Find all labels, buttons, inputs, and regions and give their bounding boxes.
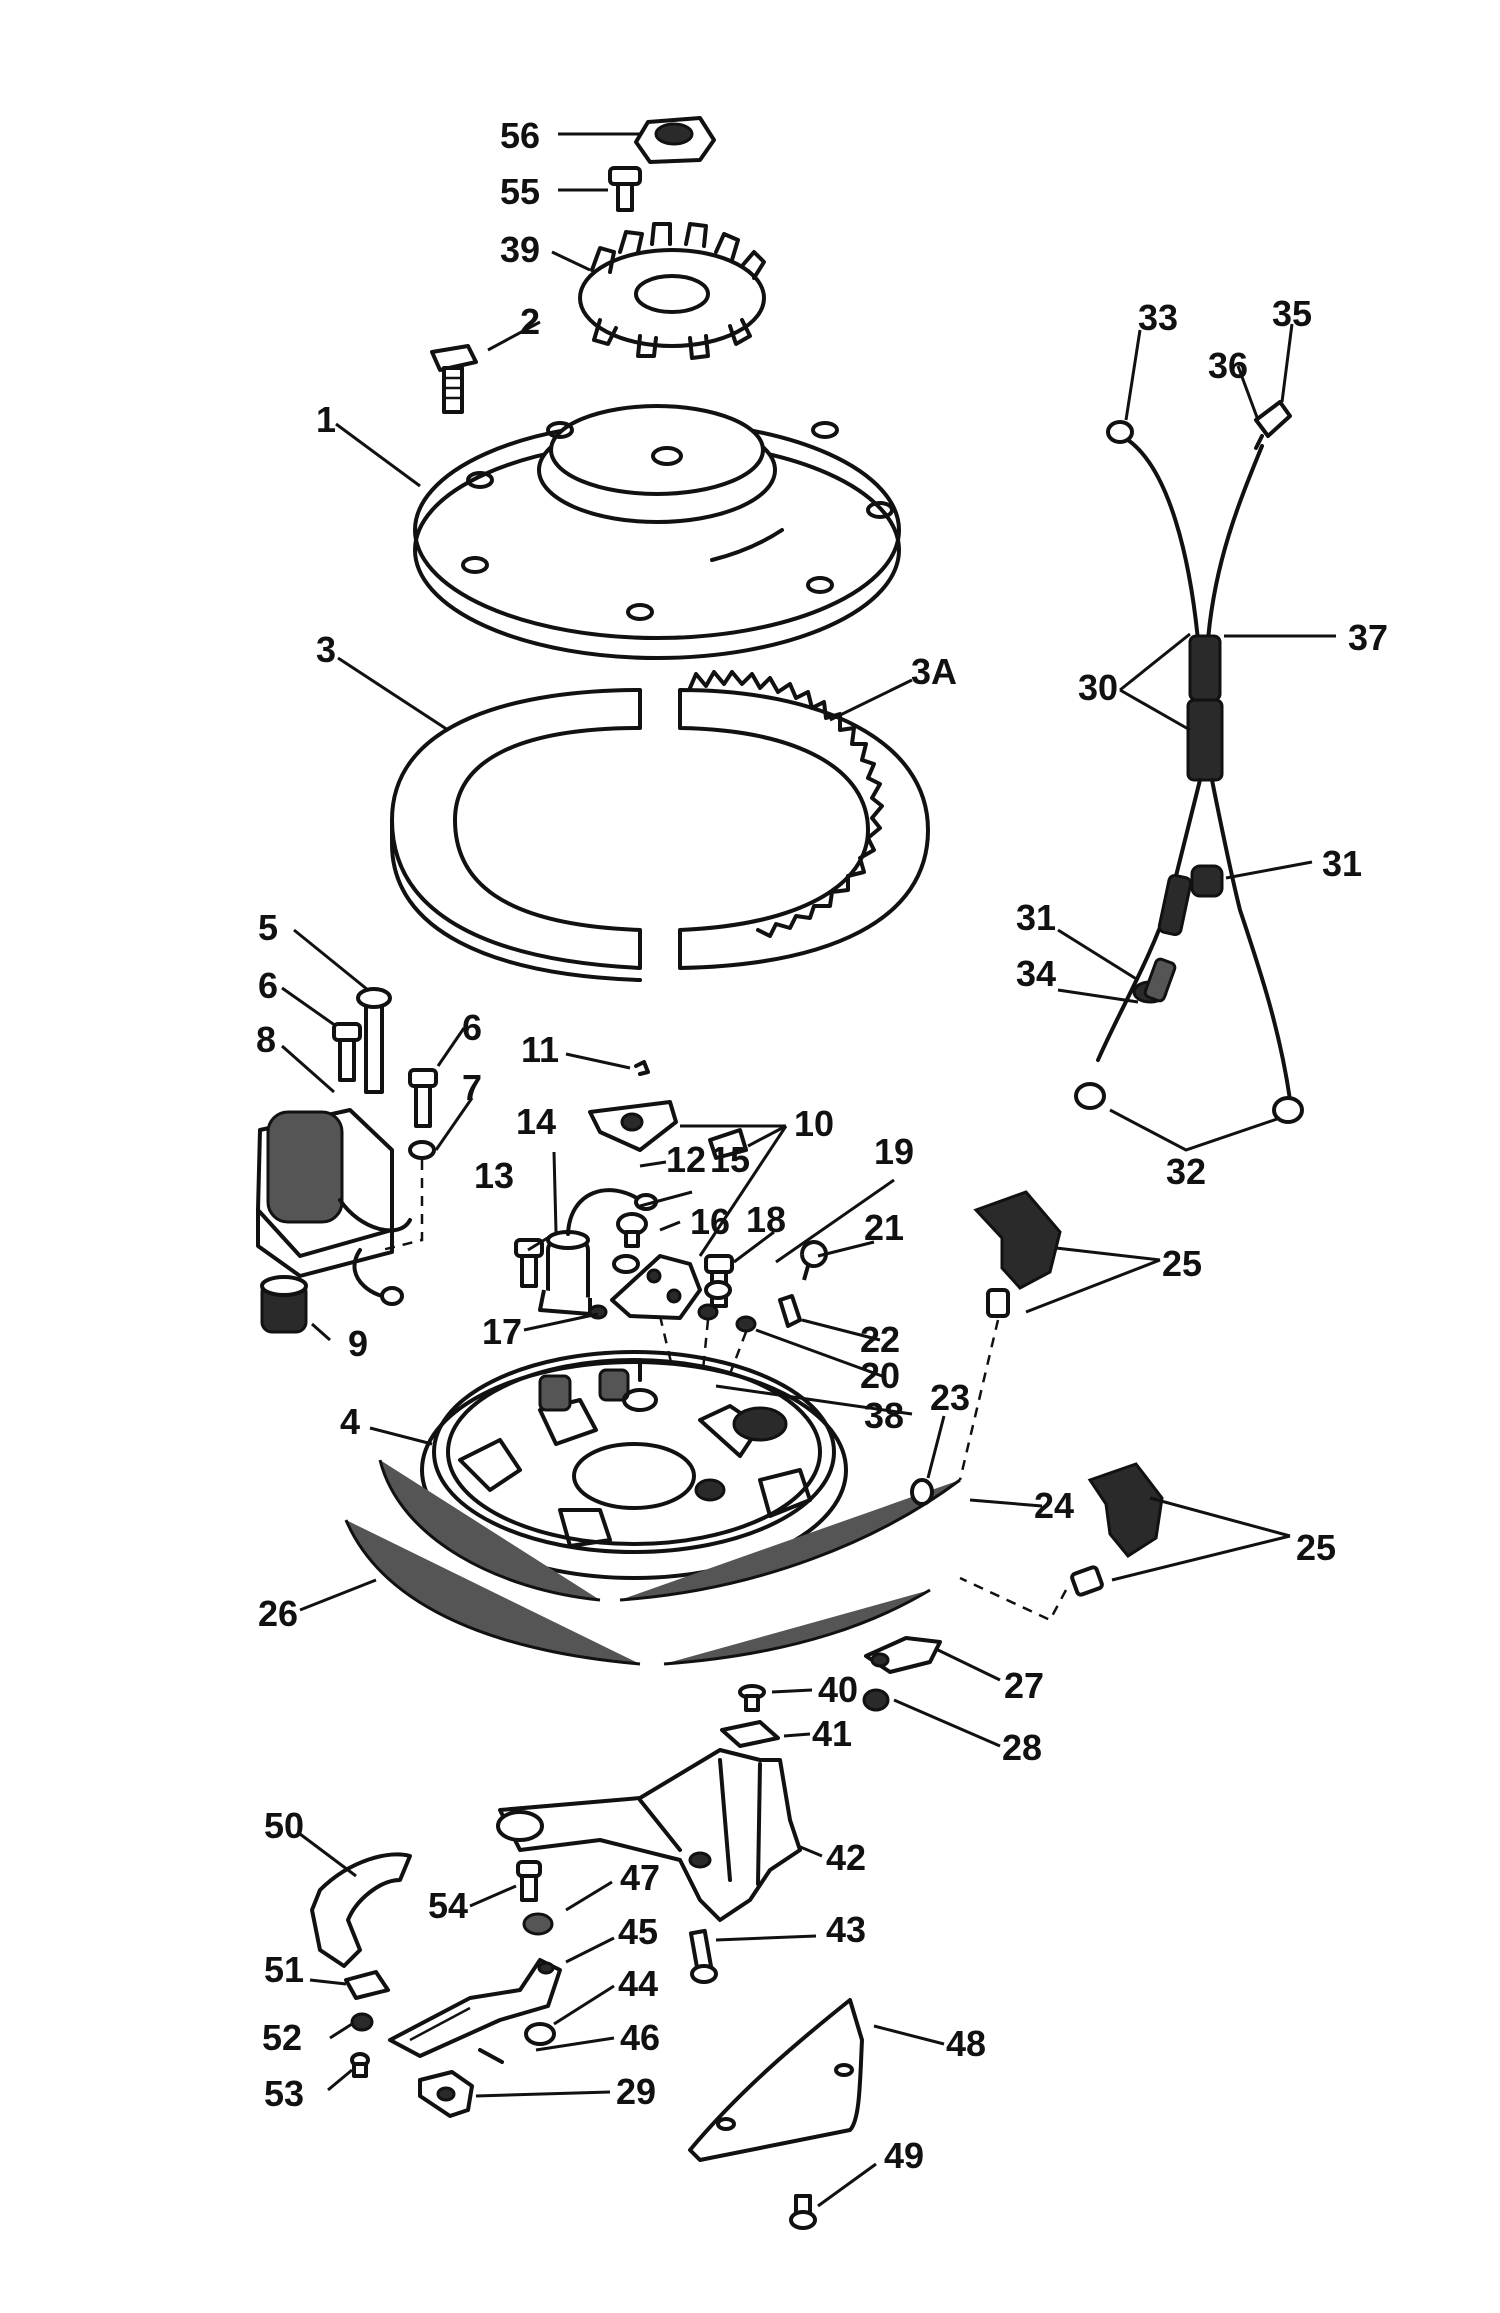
callout-25a: 25 [1162, 1243, 1202, 1284]
part-48-cover [688, 1998, 864, 2162]
callout-27: 27 [1004, 1665, 1044, 1706]
callout-46: 46 [620, 2017, 660, 2058]
part-55-screw [608, 166, 642, 212]
callout-31a: 31 [1322, 843, 1362, 884]
callout-45: 45 [618, 1911, 658, 1952]
callout-47: 47 [620, 1857, 660, 1898]
callout-53: 53 [264, 2073, 304, 2114]
callout-44: 44 [618, 1963, 658, 2004]
callout-31b: 31 [1016, 897, 1056, 938]
callout-51: 51 [264, 1949, 304, 1990]
callout-49: 49 [884, 2135, 924, 2176]
callout-28: 28 [1002, 1727, 1042, 1768]
callout-26: 26 [258, 1593, 298, 1634]
part-harness [1074, 400, 1304, 1124]
callout-11: 11 [521, 1029, 559, 1070]
callout-56: 56 [500, 115, 540, 156]
callout-52: 52 [262, 2017, 302, 2058]
part-breaker [514, 1060, 828, 1401]
callout-23: 23 [930, 1377, 970, 1418]
callout-25b: 25 [1296, 1527, 1336, 1568]
callout-labels: 56 55 39 2 1 33 35 36 37 30 31 31 34 32 … [256, 115, 1388, 2176]
callout-13: 13 [474, 1155, 514, 1196]
part-4-stator-plate [420, 1350, 848, 1580]
callout-8: 8 [256, 1019, 276, 1060]
callout-17: 17 [482, 1311, 522, 1352]
callout-15: 15 [710, 1139, 750, 1180]
leader-lines [281, 132, 1336, 2208]
callout-42: 42 [826, 1837, 866, 1878]
part-29-clip [418, 2070, 474, 2118]
callout-29: 29 [616, 2071, 656, 2112]
callout-22: 22 [860, 1319, 900, 1360]
part-small-hardware [720, 1636, 942, 1748]
callout-54: 54 [428, 1885, 468, 1926]
part-39-rotor [578, 222, 766, 360]
callout-32: 32 [1166, 1151, 1206, 1192]
callout-19: 19 [874, 1131, 914, 1172]
callout-9: 9 [348, 1323, 368, 1364]
callout-3A: 3A [911, 651, 957, 692]
callout-6b: 6 [462, 1007, 482, 1048]
part-1-flywheel [413, 404, 901, 660]
callout-33: 33 [1138, 297, 1178, 338]
callout-12: 12 [666, 1139, 706, 1180]
callout-34: 34 [1016, 953, 1056, 994]
part-42-bracket [496, 1748, 802, 1922]
callout-50: 50 [264, 1805, 304, 1846]
callout-39: 39 [500, 229, 540, 270]
callout-35: 35 [1272, 293, 1312, 334]
callout-20: 20 [860, 1355, 900, 1396]
callout-40: 40 [818, 1669, 858, 1710]
callout-16: 16 [690, 1201, 730, 1242]
callout-14: 14 [516, 1101, 556, 1142]
part-2-bolt [430, 344, 478, 414]
callout-1: 1 [316, 399, 336, 440]
part-25-boots [958, 1190, 1164, 1622]
callout-36: 36 [1208, 345, 1248, 386]
callout-6a: 6 [258, 965, 278, 1006]
part-3A-ring-gear [678, 670, 930, 970]
part-50-throttle-arm [310, 1852, 412, 2078]
part-linkage [388, 1860, 562, 2064]
callout-30: 30 [1078, 667, 1118, 708]
callout-43: 43 [826, 1909, 866, 1950]
callout-37: 37 [1348, 617, 1388, 658]
part-23-clip [910, 1478, 934, 1506]
callout-4: 4 [340, 1401, 360, 1442]
part-43-screw [688, 1928, 718, 1984]
callout-41: 41 [812, 1713, 852, 1754]
part-3-ring [390, 688, 642, 982]
callout-7: 7 [462, 1067, 482, 1108]
callout-10: 10 [794, 1103, 834, 1144]
callout-3: 3 [316, 629, 336, 670]
callout-18: 18 [746, 1199, 786, 1240]
callout-38: 38 [864, 1395, 904, 1436]
callout-55: 55 [500, 171, 540, 212]
callout-48: 48 [946, 2023, 986, 2064]
part-felt-strips [344, 1459, 961, 1666]
part-coil [256, 987, 438, 1334]
part-49-screw [789, 2194, 817, 2230]
part-56-nut [634, 116, 716, 164]
callout-2: 2 [520, 301, 540, 342]
callout-21: 21 [864, 1207, 904, 1248]
callout-5: 5 [258, 907, 278, 948]
callout-24: 24 [1034, 1485, 1074, 1526]
